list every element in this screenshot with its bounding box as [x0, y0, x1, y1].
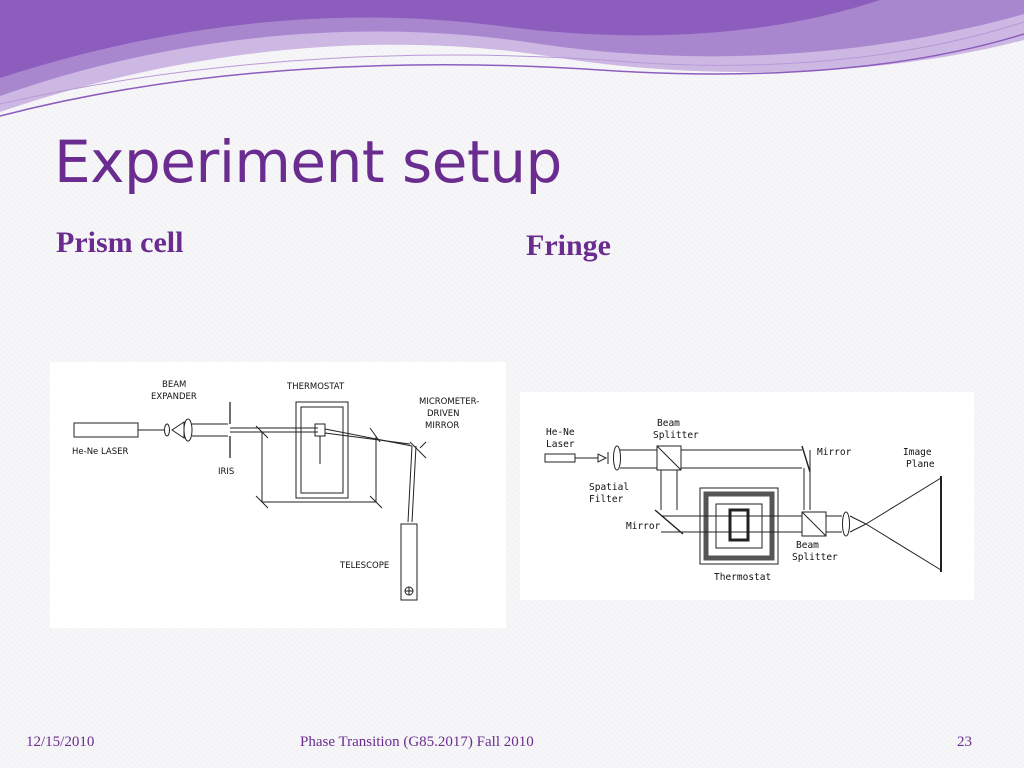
expander-cone — [171, 421, 185, 439]
header-wave-decoration — [0, 0, 1024, 117]
beam-splitter-top — [656, 445, 682, 471]
thermostat-inner — [715, 503, 763, 549]
label-beam: BEAM — [162, 380, 186, 390]
thermostat-outer — [699, 487, 779, 565]
small-lens — [164, 423, 170, 437]
mirror-4 — [369, 427, 381, 443]
diverging-beam — [865, 477, 942, 571]
mirror-left — [654, 509, 684, 535]
label-laser: Laser — [546, 439, 575, 450]
label-driven: DRIVEN — [427, 409, 460, 419]
fringe-diagram: He-Ne Laser Beam Splitter Mirror Image P… — [520, 392, 974, 600]
beam-splitter-bottom — [801, 511, 827, 537]
label-laser: He-Ne LASER — [72, 447, 128, 457]
label-mirror-top: Mirror — [817, 447, 852, 458]
label-he-ne: He-Ne — [546, 427, 575, 438]
mirror-3 — [369, 495, 383, 509]
label-mirror-left: Mirror — [626, 521, 661, 532]
laser-body — [544, 453, 576, 463]
mirror-1 — [255, 425, 269, 439]
mirror-top — [801, 445, 811, 473]
beam-loop — [261, 432, 377, 503]
mirror-2 — [255, 495, 269, 509]
thermostat-inner — [300, 406, 344, 494]
footer-page-number: 23 — [957, 734, 972, 750]
label-beam-top: Beam — [657, 418, 680, 429]
label-mirror: MIRROR — [425, 421, 459, 431]
label-thermostat: Thermostat — [714, 572, 771, 583]
expander-lens — [183, 418, 193, 442]
prism-cell-heading: Prism cell — [56, 226, 184, 259]
thermostat-outer — [295, 401, 349, 499]
label-thermostat: THERMOSTAT — [286, 382, 345, 392]
label-iris: IRIS — [218, 467, 234, 477]
imaging-lens — [842, 511, 850, 537]
laser-body — [73, 422, 139, 438]
prism-cell-diagram: BEAM EXPANDER THERMOSTAT MICROMETER- DRI… — [50, 362, 506, 628]
footer-date: 12/15/2010 — [26, 734, 95, 750]
footer-course: Phase Transition (G85.2017) Fall 2010 — [300, 734, 534, 750]
micrometer-mirror — [409, 441, 427, 459]
label-image: Image — [903, 447, 932, 458]
telescope-body — [400, 523, 418, 601]
label-filter: Filter — [589, 494, 624, 505]
label-telescope: TELESCOPE — [339, 561, 389, 571]
label-micrometer: MICROMETER- — [419, 397, 479, 407]
collimating-lens — [613, 445, 621, 471]
label-beam-bottom: Beam — [796, 540, 819, 551]
label-expander: EXPANDER — [151, 392, 197, 402]
label-splitter-top: Splitter — [653, 430, 699, 441]
slide-title: Experiment setup — [54, 128, 562, 196]
label-plane: Plane — [906, 459, 935, 470]
spatial-filter — [597, 453, 608, 463]
prism-cell — [314, 423, 326, 437]
fringe-heading: Fringe — [526, 229, 611, 262]
label-spatial: Spatial — [589, 482, 629, 493]
label-splitter-bottom: Splitter — [792, 552, 838, 563]
sample-cell — [728, 508, 750, 542]
